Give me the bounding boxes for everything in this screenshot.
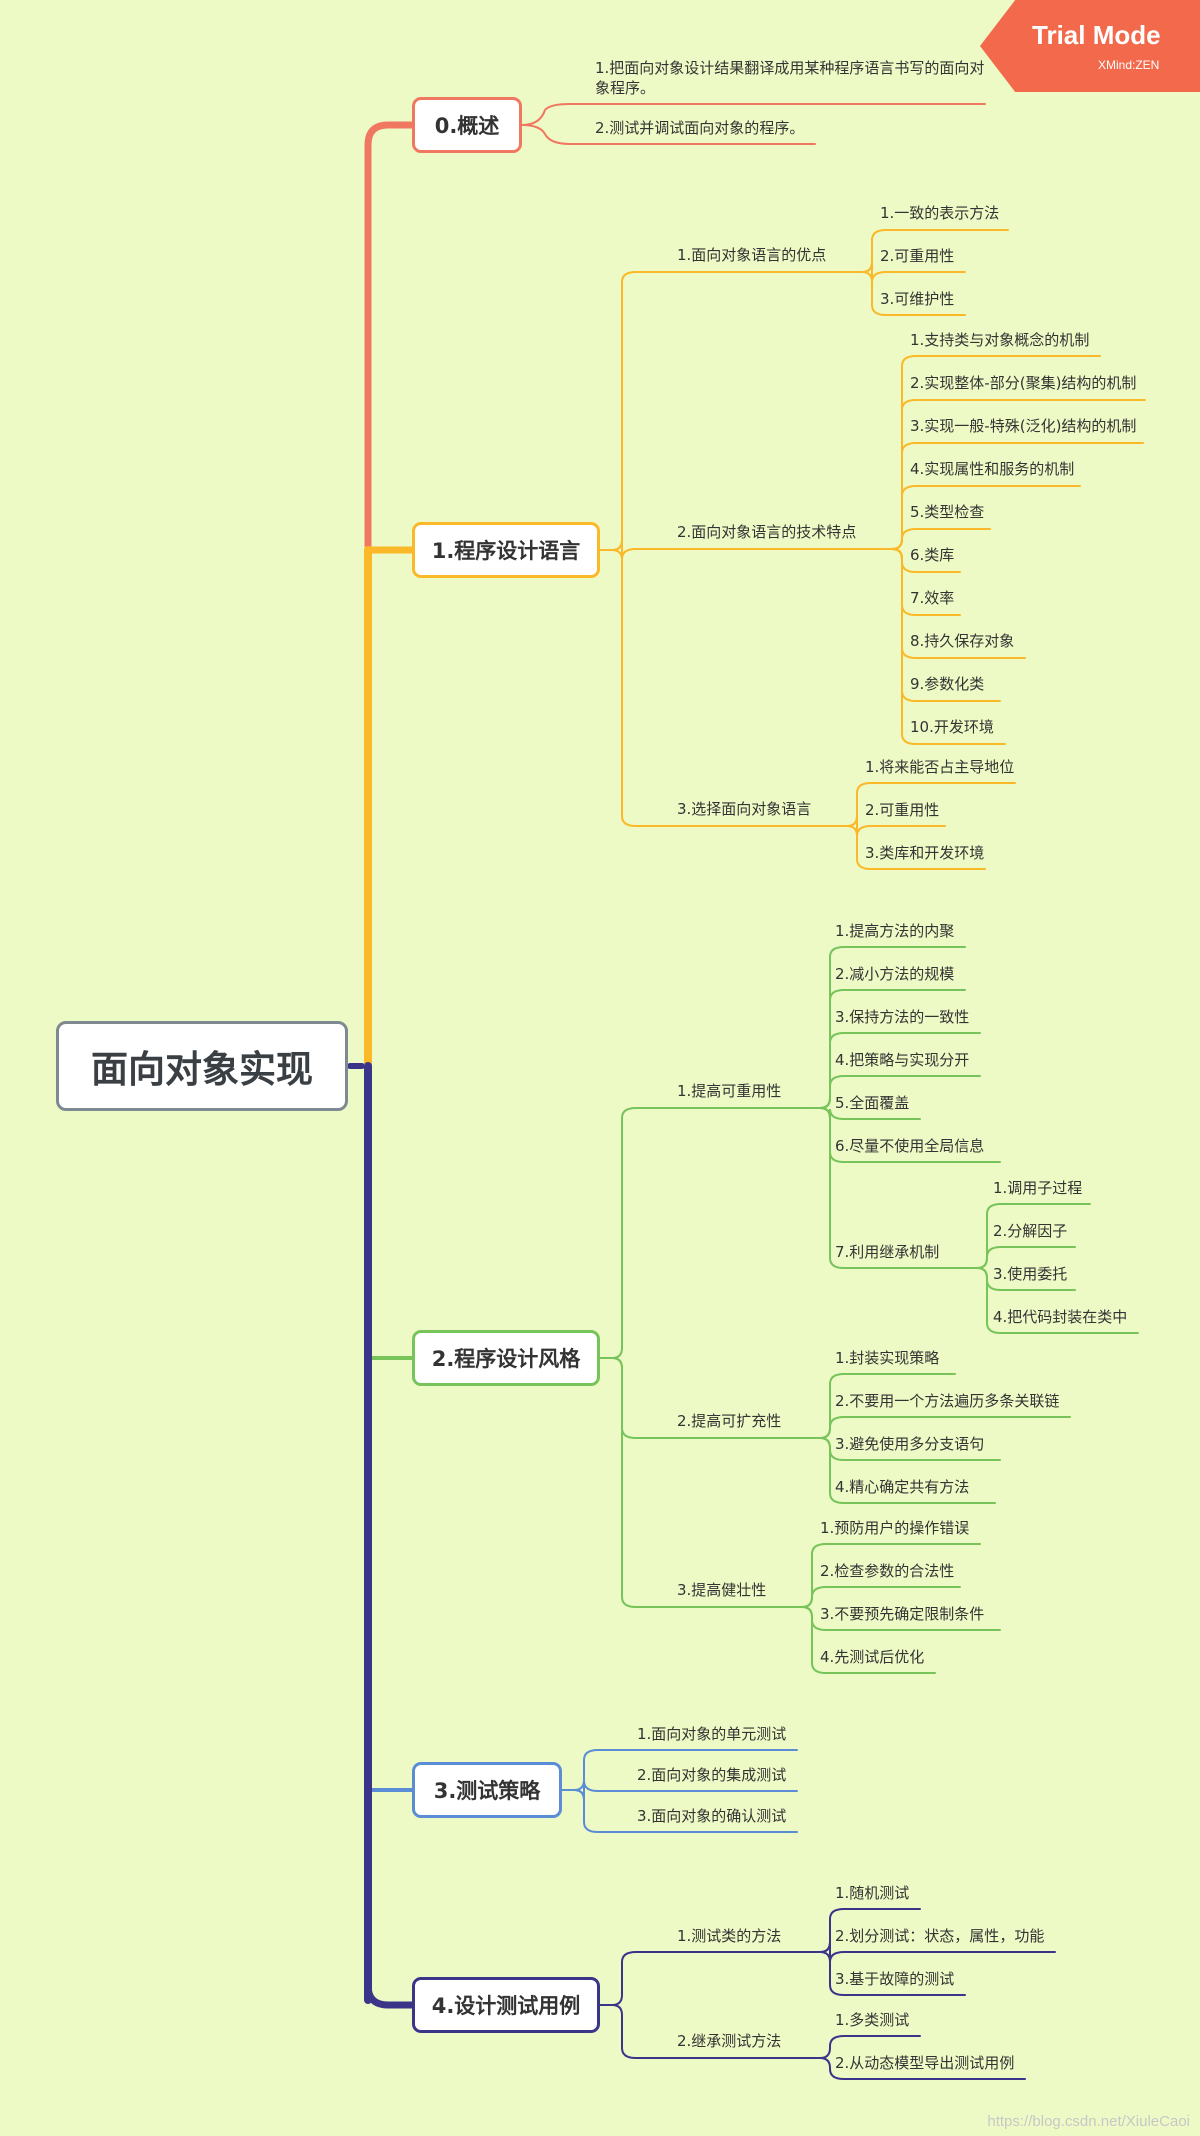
topic-lang-choose-3[interactable]: 3.类库和开发环境 bbox=[865, 844, 985, 862]
line-style-reuse bbox=[599, 1107, 809, 1359]
topic-style-robust-3[interactable]: 3.不要预先确定限制条件 bbox=[820, 1605, 985, 1623]
topic-lang-feat-9[interactable]: 9.参数化类 bbox=[910, 675, 985, 693]
topic-test-integration[interactable]: 2.面向对象的集成测试 bbox=[637, 1766, 787, 1784]
topic-case-class[interactable]: 1.测试类的方法 bbox=[677, 1927, 782, 1945]
branch-topic-overview[interactable]: 0.概述 bbox=[412, 97, 522, 153]
topic-style-extend-2[interactable]: 2.不要用一个方法遍历多条关联链 bbox=[835, 1392, 1060, 1410]
line-lang-features bbox=[599, 539, 881, 560]
topic-lang-feat-7[interactable]: 7.效率 bbox=[910, 589, 955, 607]
line-lang-advantages bbox=[599, 271, 851, 551]
topic-lang-features[interactable]: 2.面向对象语言的技术特点 bbox=[677, 523, 857, 541]
topic-lang-feat-4[interactable]: 4.实现属性和服务的机制 bbox=[910, 460, 1075, 478]
line-overview-2 bbox=[521, 124, 816, 145]
spine-test-cases bbox=[364, 1062, 416, 2009]
topic-style-robust-4[interactable]: 4.先测试后优化 bbox=[820, 1648, 925, 1666]
topic-lang-adv-3[interactable]: 3.可维护性 bbox=[880, 290, 955, 308]
topic-style-reuse-7[interactable]: 7.利用继承机制 bbox=[835, 1243, 940, 1261]
topic-lang-choose-2[interactable]: 2.可重用性 bbox=[865, 801, 940, 819]
topic-case-inherit-2[interactable]: 2.从动态模型导出测试用例 bbox=[835, 2054, 1015, 2072]
line-lang-adv-1 bbox=[849, 261, 966, 283]
line-style-reuse-3 bbox=[807, 1075, 981, 1109]
trial-mode-title: Trial Mode bbox=[1032, 20, 1161, 50]
watermark: https://blog.csdn.net/XiuleCaoi bbox=[987, 2113, 1190, 2130]
topic-test-unit[interactable]: 1.面向对象的单元测试 bbox=[637, 1725, 787, 1743]
topic-style-extend-3[interactable]: 3.避免使用多分支语句 bbox=[835, 1435, 985, 1453]
branch-topic-test-strategy[interactable]: 3.测试策略 bbox=[412, 1762, 562, 1818]
line-case-inherit-0 bbox=[807, 2035, 921, 2059]
line-lang-choose-2 bbox=[834, 825, 986, 870]
topic-style-reuse[interactable]: 1.提高可重用性 bbox=[677, 1082, 782, 1100]
line-style-robust bbox=[599, 1357, 791, 1608]
topic-style-robust-1[interactable]: 1.预防用户的操作错误 bbox=[820, 1519, 970, 1537]
topic-case-inherit[interactable]: 2.继承测试方法 bbox=[677, 2032, 782, 2050]
topic-style-reuse-5[interactable]: 5.全面覆盖 bbox=[835, 1094, 910, 1112]
topic-lang-feat-3[interactable]: 3.实现一般-特殊(泛化)结构的机制 bbox=[910, 417, 1137, 435]
line-lang-choose-1 bbox=[834, 815, 946, 837]
topic-overview-1[interactable]: 1.把面向对象设计结果翻译成用某种程序语言书写的面向对象程序。 bbox=[595, 59, 985, 97]
topic-case-class-3[interactable]: 3.基于故障的测试 bbox=[835, 1970, 955, 1988]
topic-style-extend-4[interactable]: 4.精心确定共有方法 bbox=[835, 1478, 970, 1496]
topic-style-inherit-1[interactable]: 1.调用子过程 bbox=[993, 1179, 1083, 1197]
spine-style bbox=[366, 1064, 414, 1360]
topic-lang-feat-2[interactable]: 2.实现整体-部分(聚集)结构的机制 bbox=[910, 374, 1137, 392]
branch-topic-test-cases[interactable]: 4.设计测试用例 bbox=[412, 1977, 600, 2033]
topic-lang-feat-6[interactable]: 6.类库 bbox=[910, 546, 955, 564]
line-overview-1 bbox=[521, 103, 986, 126]
topic-lang-adv-1[interactable]: 1.一致的表示方法 bbox=[880, 204, 1000, 222]
topic-lang-adv-2[interactable]: 2.可重用性 bbox=[880, 247, 955, 265]
topic-style-robust[interactable]: 3.提高健壮性 bbox=[677, 1581, 767, 1599]
root-topic[interactable]: 面向对象实现 bbox=[56, 1021, 348, 1111]
topic-style-extend[interactable]: 2.提高可扩充性 bbox=[677, 1412, 782, 1430]
topic-test-validation[interactable]: 3.面向对象的确认测试 bbox=[637, 1807, 787, 1825]
line-style-reuse-6 bbox=[807, 1107, 966, 1269]
trial-mode-sub: XMind:ZEN bbox=[1098, 58, 1160, 72]
line-case-inherit bbox=[599, 2004, 809, 2059]
trial-mode-badge: Trial Mode XMind:ZEN bbox=[980, 0, 1200, 92]
spine-overview bbox=[364, 121, 416, 1070]
topic-overview-2[interactable]: 2.测试并调试面向对象的程序。 bbox=[595, 119, 805, 137]
topic-style-inherit-4[interactable]: 4.把代码封装在类中 bbox=[993, 1308, 1128, 1326]
line-style-extend-3 bbox=[807, 1437, 996, 1504]
line-style-extend-1 bbox=[807, 1416, 1071, 1439]
topic-style-extend-1[interactable]: 1.封装实现策略 bbox=[835, 1349, 940, 1367]
topic-case-class-1[interactable]: 1.随机测试 bbox=[835, 1884, 910, 1902]
line-case-inherit-1 bbox=[807, 2057, 1026, 2080]
line-case-class bbox=[599, 1951, 809, 2006]
topic-style-inherit-3[interactable]: 3.使用委托 bbox=[993, 1265, 1068, 1283]
topic-lang-choose-1[interactable]: 1.将来能否占主导地位 bbox=[865, 758, 1015, 776]
topic-style-reuse-3[interactable]: 3.保持方法的一致性 bbox=[835, 1008, 970, 1026]
topic-style-inherit-2[interactable]: 2.分解因子 bbox=[993, 1222, 1068, 1240]
line-case-class-1 bbox=[807, 1941, 1056, 1963]
spine-test-strategy bbox=[366, 1064, 414, 1792]
topic-style-reuse-6[interactable]: 6.尽量不使用全局信息 bbox=[835, 1137, 985, 1155]
topic-lang-feat-8[interactable]: 8.持久保存对象 bbox=[910, 632, 1015, 650]
line-style-inherit-3 bbox=[964, 1267, 1139, 1334]
branch-topic-language[interactable]: 1.程序设计语言 bbox=[412, 522, 600, 578]
topic-lang-feat-10[interactable]: 10.开发环境 bbox=[910, 718, 994, 736]
topic-lang-feat-1[interactable]: 1.支持类与对象概念的机制 bbox=[910, 331, 1090, 349]
topic-lang-feat-5[interactable]: 5.类型检查 bbox=[910, 503, 985, 521]
topic-style-reuse-1[interactable]: 1.提高方法的内聚 bbox=[835, 922, 955, 940]
line-style-robust-3 bbox=[789, 1606, 936, 1674]
line-test-0 bbox=[561, 1749, 798, 1791]
branch-topic-style[interactable]: 2.程序设计风格 bbox=[412, 1330, 600, 1386]
line-lang-feat-9 bbox=[879, 548, 1006, 745]
topic-lang-choose[interactable]: 3.选择面向对象语言 bbox=[677, 800, 812, 818]
line-style-inherit-1 bbox=[964, 1246, 1076, 1269]
line-case-class-2 bbox=[807, 1951, 966, 1996]
line-lang-adv-2 bbox=[849, 271, 966, 316]
line-lang-choose bbox=[599, 549, 836, 827]
topic-lang-advantages[interactable]: 1.面向对象语言的优点 bbox=[677, 246, 827, 264]
line-test-2 bbox=[561, 1789, 798, 1833]
spine-language bbox=[364, 546, 416, 1070]
topic-case-class-2[interactable]: 2.划分测试：状态，属性，功能 bbox=[835, 1927, 1045, 1945]
topic-style-reuse-4[interactable]: 4.把策略与实现分开 bbox=[835, 1051, 970, 1069]
topic-case-inherit-1[interactable]: 1.多类测试 bbox=[835, 2011, 910, 2029]
topic-style-robust-2[interactable]: 2.检查参数的合法性 bbox=[820, 1562, 955, 1580]
topic-style-reuse-2[interactable]: 2.减小方法的规模 bbox=[835, 965, 955, 983]
